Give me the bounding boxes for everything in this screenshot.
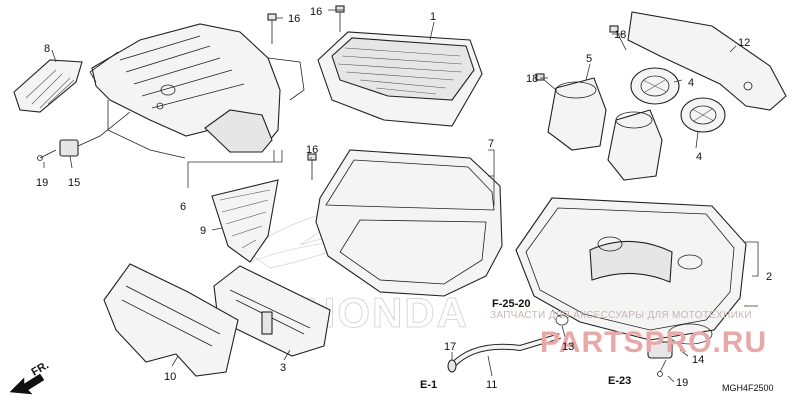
part-8-inlet-duct[interactable] [13,59,83,113]
label-part-4b: 4 [696,151,702,163]
label-part-3: 3 [280,362,286,374]
label-part-16b: 16 [310,6,322,18]
watermark-subtitle: ЗАПЧАСТИ ДЛЯ АКСЕССУАРЫ ДЛЯ МОТОТЕХНИКИ [490,310,752,321]
label-part-17: 17 [444,341,456,353]
label-part-6: 6 [180,201,186,213]
funnel-lower-duct[interactable] [607,109,663,181]
watermark-logo: PARTSPRO.RU [540,326,767,359]
part-2-air-cleaner-housing[interactable] [515,197,747,341]
part-18-bolt-lower[interactable] [535,73,557,91]
part-13-o-ring[interactable] [555,314,569,326]
label-part-13: 13 [562,341,574,353]
ref-e-23[interactable]: E-23 [608,375,631,387]
label-part-18a: 18 [614,29,626,41]
part-9-mesh-screen[interactable] [211,179,279,263]
honda-logo-text: HONDA [305,289,469,336]
part-16-bolt-top[interactable] [267,13,277,44]
part-14-sensor[interactable] [647,323,713,359]
label-part-16a: 16 [288,13,300,25]
leader-lines [43,9,759,383]
part-5-funnel[interactable] [547,77,607,151]
part-1-air-filter-element[interactable] [317,31,483,127]
label-part-19b: 19 [676,377,688,389]
part-4-funnel-upper[interactable] [630,67,680,105]
ref-f-25-20[interactable]: F-25-20 [492,298,531,310]
part-11-drain-tube[interactable] [449,333,561,369]
label-part-12: 12 [738,37,750,49]
label-part-19a: 19 [36,177,48,189]
part-6-air-cleaner-cover[interactable] [89,23,305,159]
part-7-air-cleaner-case[interactable] [315,149,503,297]
label-part-18b: 18 [526,73,538,85]
part-15-sensor[interactable] [59,111,131,157]
part-12-mounting-bracket[interactable] [627,11,787,111]
part-18-bolt-upper[interactable] [609,25,627,51]
label-part-14: 14 [692,354,704,366]
part-16-bolt-middle[interactable] [307,153,317,180]
label-part-11: 11 [486,379,497,391]
label-part-15: 15 [68,177,80,189]
ref-e-1[interactable]: E-1 [420,379,437,391]
label-part-8: 8 [44,43,50,55]
part-17-clamp[interactable] [447,359,457,373]
part-16-bolt-upper[interactable] [335,5,345,32]
part-4-funnel-lower[interactable] [680,97,726,133]
label-part-5: 5 [586,53,592,65]
label-part-10: 10 [164,371,176,383]
part-10-bracket[interactable] [103,263,239,377]
front-arrow-label: FR. [30,359,51,378]
honda-wing-logo: HONDA [244,204,469,337]
diagram-code: MGH4F2500 [722,383,774,393]
label-part-7: 7 [488,138,494,150]
label-part-2: 2 [766,271,772,283]
label-part-4a: 4 [688,77,694,89]
part-19-bolt-right[interactable] [657,359,667,377]
label-part-1: 1 [430,11,436,23]
label-part-9: 9 [200,225,206,237]
front-direction-arrow: FR. [9,359,51,395]
label-part-16c: 16 [306,144,318,156]
part-19-bolt-left[interactable] [37,149,57,161]
